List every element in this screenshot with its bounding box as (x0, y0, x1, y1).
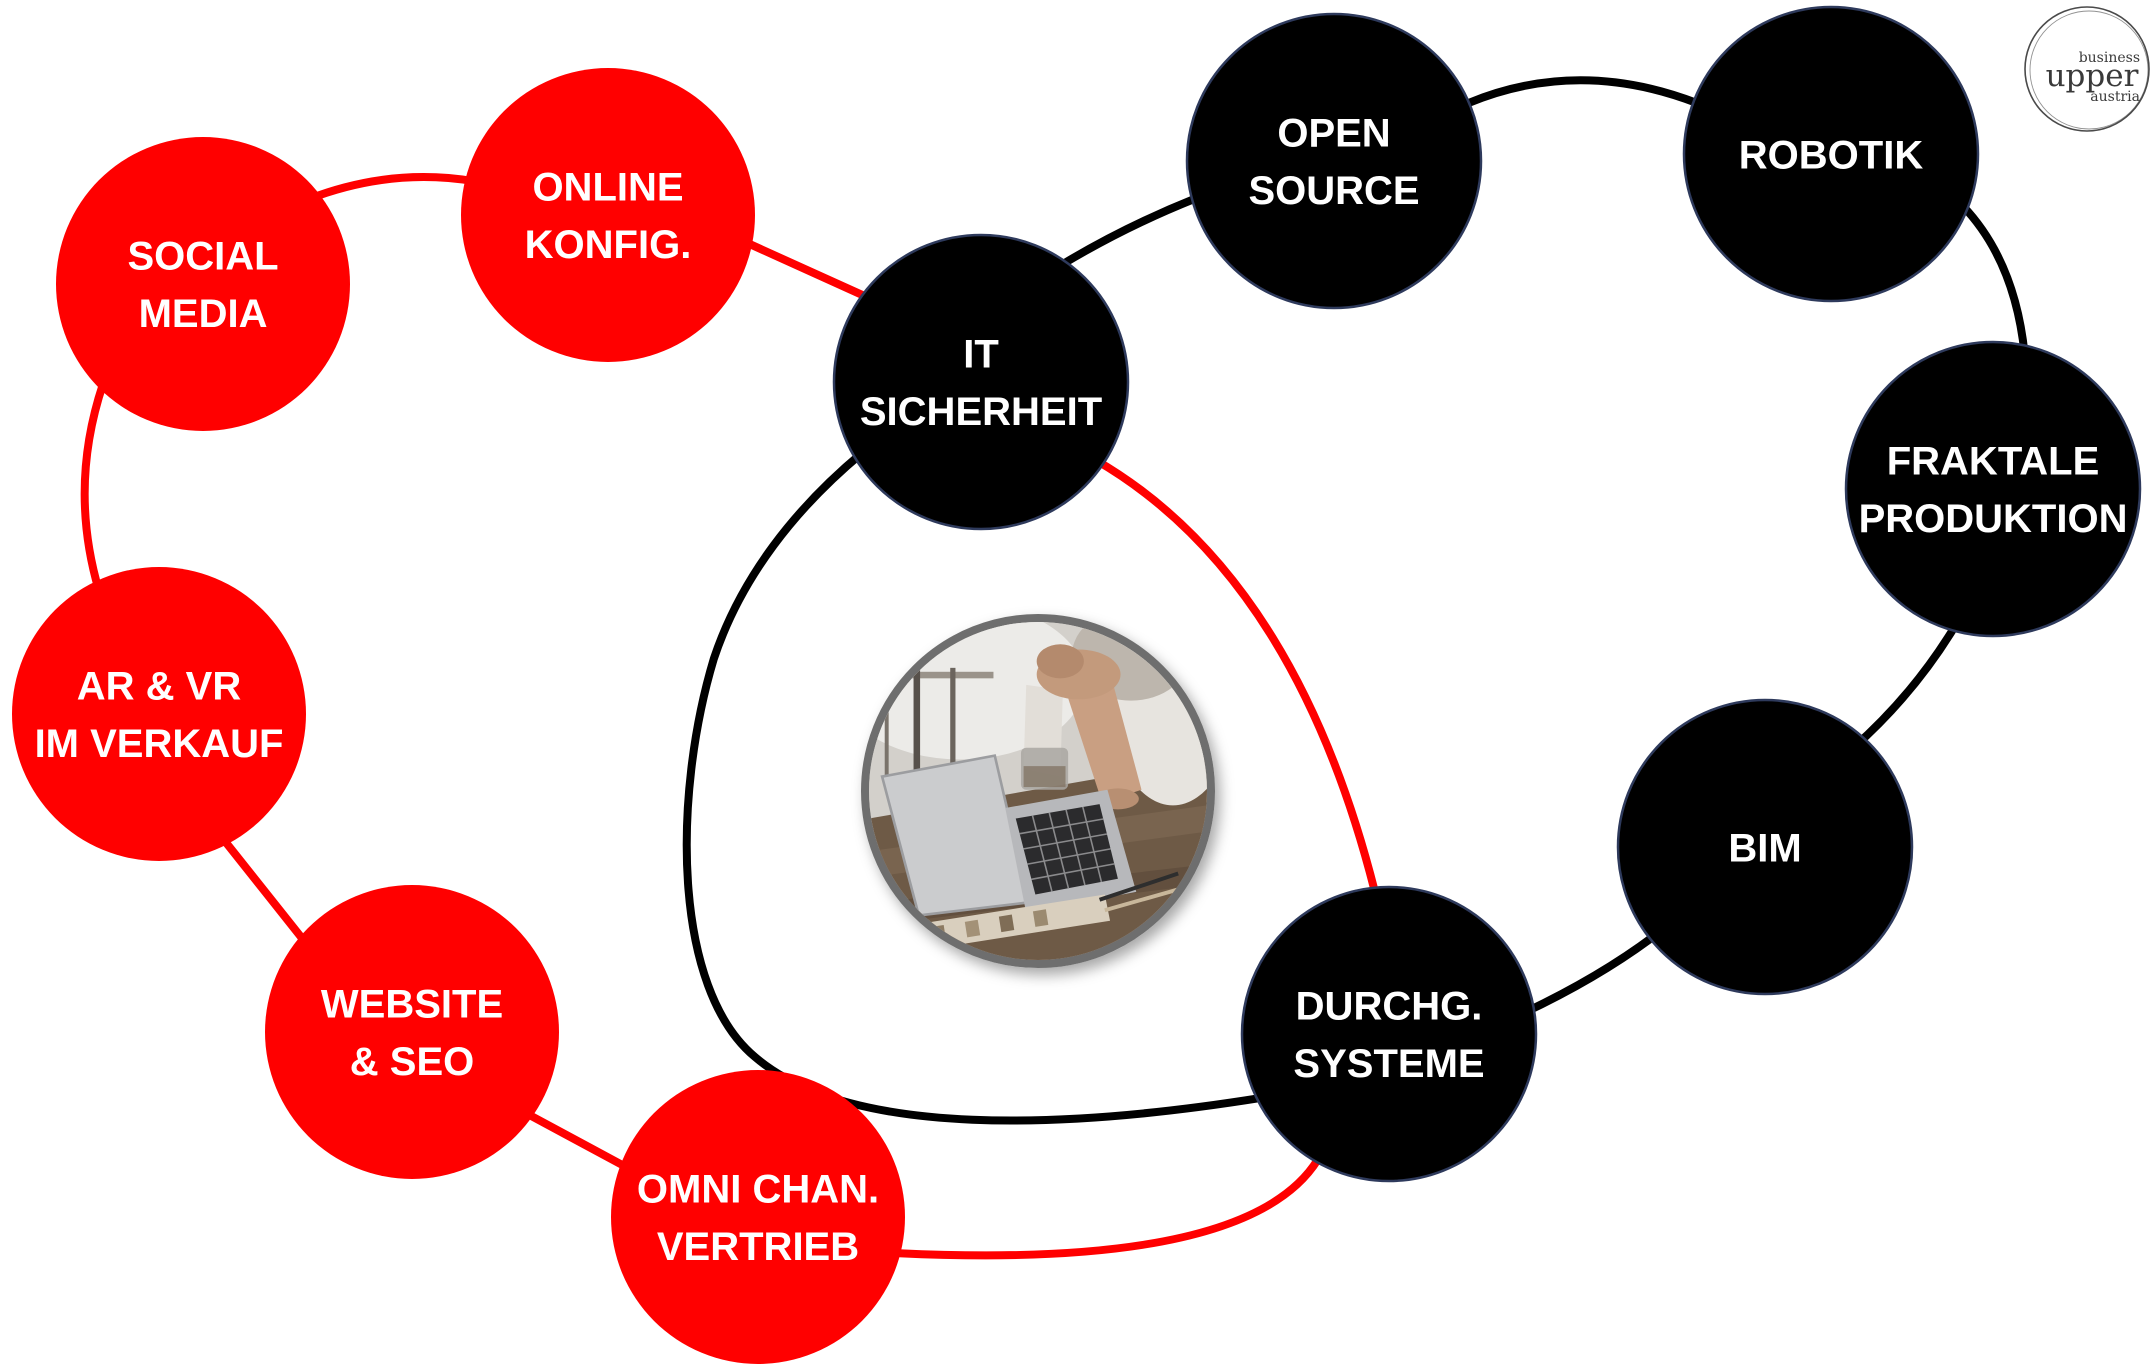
logo-text-austria: austria (2090, 89, 2140, 105)
node-label-line: PRODUKTION (1859, 497, 2128, 541)
node-circle (56, 137, 350, 431)
node-ar-vr-im-verkauf: AR & VR IM VERKAUF (12, 567, 306, 861)
node-label-line: IM VERKAUF (35, 722, 284, 766)
node-social-media: SOCIAL MEDIA (56, 137, 350, 431)
node-label-line: FRAKTALE (1887, 440, 2100, 484)
node-label-line: SICHERHEIT (860, 390, 1102, 434)
node-circle (832, 233, 1130, 531)
node-label-line: OPEN (1277, 112, 1390, 156)
node-it-sicherheit: IT SICHERHEIT (832, 233, 1130, 531)
node-label-line: WEBSITE (321, 983, 503, 1027)
node-circle (1844, 340, 2142, 638)
black-connector (1849, 620, 1960, 753)
node-label-line: SOURCE (1248, 169, 1419, 213)
business-upper-austria-logo: business upper austria (2024, 6, 2150, 132)
node-circle (1240, 885, 1538, 1183)
black-loop (682, 76, 2029, 1125)
node-bim: BIM (1616, 698, 1914, 996)
node-circle (1616, 698, 1914, 996)
node-open-source: OPEN SOURCE (1185, 12, 1483, 310)
node-circle (611, 1070, 905, 1364)
node-circle (461, 68, 755, 362)
node-label-line: OMNI CHAN. (637, 1168, 879, 1212)
black-connector (682, 449, 1264, 1125)
node-label-line: AR & VR (77, 665, 242, 709)
red-connector (737, 236, 876, 304)
black-connector (1958, 201, 2029, 359)
photo-desk-items (905, 871, 1184, 953)
node-label-line: IT (963, 333, 999, 377)
center-photo (861, 614, 1215, 968)
black-connector (1059, 195, 1199, 268)
node-label-line: & SEO (350, 1040, 474, 1084)
node-label-line: MEDIA (139, 292, 268, 336)
logo-text-upper: upper (2046, 58, 2139, 94)
red-connector (1091, 455, 1381, 904)
node-durchg-systeme: DURCHG. SYSTEME (1240, 885, 1538, 1183)
photo-glass (1020, 747, 1069, 790)
black-connector (1519, 932, 1658, 1017)
node-website-seo: WEBSITE & SEO (265, 885, 559, 1179)
logo-ring (2024, 6, 2150, 132)
logo-ring-inner (2029, 10, 2149, 130)
node-label-line: KONFIG. (525, 223, 692, 267)
node-label-line: SYSTEME (1293, 1042, 1484, 1086)
red-connector (80, 380, 107, 595)
red-connector (304, 173, 478, 203)
black-connector (1464, 76, 1701, 107)
photo-keyboard (1015, 804, 1118, 895)
red-loop (80, 173, 1381, 1260)
red-connector (215, 830, 309, 946)
node-circle (12, 567, 306, 861)
red-connector (895, 1155, 1322, 1260)
node-fraktale-produktion: FRAKTALE PRODUKTION (1844, 340, 2142, 638)
node-label-line: SOCIAL (127, 235, 278, 279)
node-online-konfig: ONLINE KONFIG. (461, 68, 755, 362)
logo-text-business: business (2079, 50, 2140, 66)
photo-laptop (880, 754, 1137, 917)
node-circle (1682, 5, 1980, 303)
red-connector (524, 1110, 643, 1178)
node-label-line: BIM (1728, 826, 1801, 870)
node-robotik: ROBOTIK (1682, 5, 1980, 303)
node-circle (265, 885, 559, 1179)
person-at-laptop-photo-icon (869, 622, 1207, 960)
node-label-line: DURCHG. (1296, 985, 1483, 1029)
node-label-line: ROBOTIK (1739, 133, 1924, 177)
node-circle (1185, 12, 1483, 310)
node-label-line: ONLINE (532, 166, 683, 210)
node-label-line: VERTRIEB (657, 1225, 859, 1269)
node-omni-channel-vertrieb: OMNI CHAN. VERTRIEB (611, 1070, 905, 1364)
